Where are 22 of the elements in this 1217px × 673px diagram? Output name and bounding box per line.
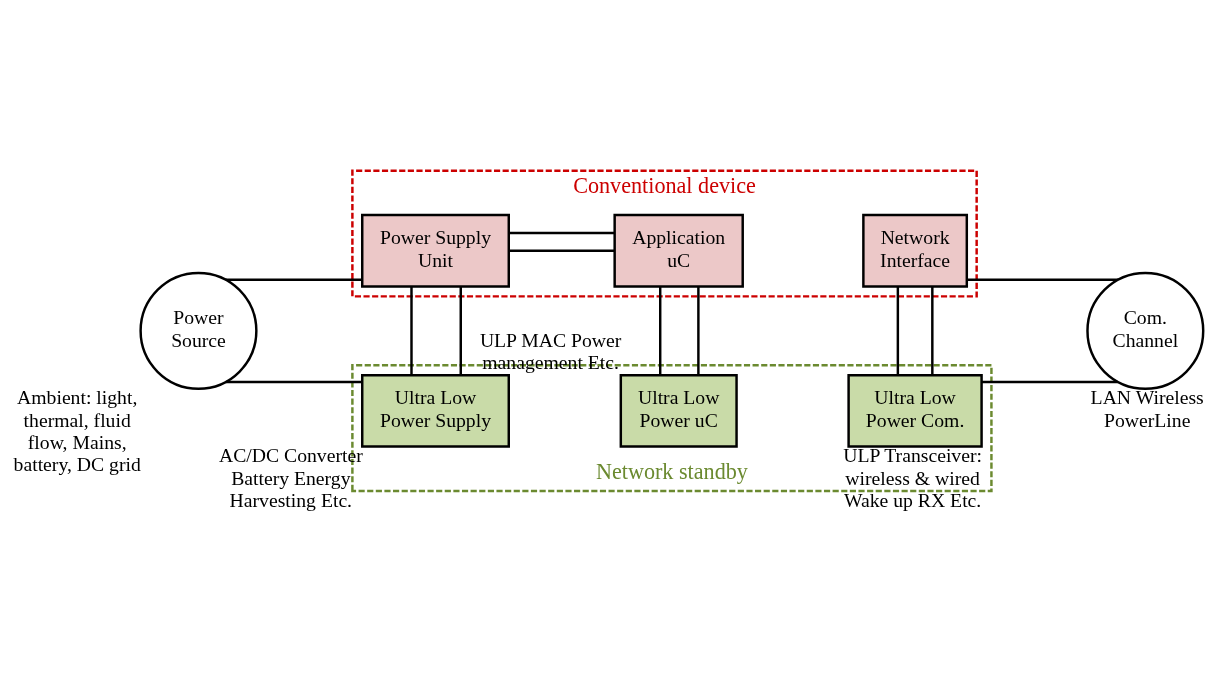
connector: [508, 231, 615, 234]
node-circle: Com. Channel: [1086, 271, 1205, 390]
connector: [225, 380, 363, 383]
connector: [508, 249, 615, 252]
connector: [697, 286, 700, 375]
node-label: AC/DC Converter Battery Energy Harvesting Etc.: [218, 443, 363, 511]
node-box: Ultra Low Power Com.: [847, 373, 983, 448]
connector: [896, 286, 900, 375]
node-box: Ultra Low Power Supply: [361, 373, 510, 448]
connector: [981, 380, 1118, 383]
node-box: Network Interface: [862, 213, 969, 288]
node-box: Ultra Low Power uC: [619, 373, 738, 448]
connector: [967, 278, 1119, 281]
node-circle: Power Source: [139, 271, 258, 390]
node-box: Power Supply Unit: [361, 213, 510, 288]
connector: [225, 278, 363, 281]
connector: [410, 286, 413, 375]
connector: [459, 286, 462, 375]
node-label: Ambient: light, thermal, fluid flow, Mains, battery, DC grid: [13, 385, 141, 475]
connector: [659, 286, 662, 375]
connector: [931, 286, 934, 375]
node-box: Application uC: [613, 213, 744, 288]
